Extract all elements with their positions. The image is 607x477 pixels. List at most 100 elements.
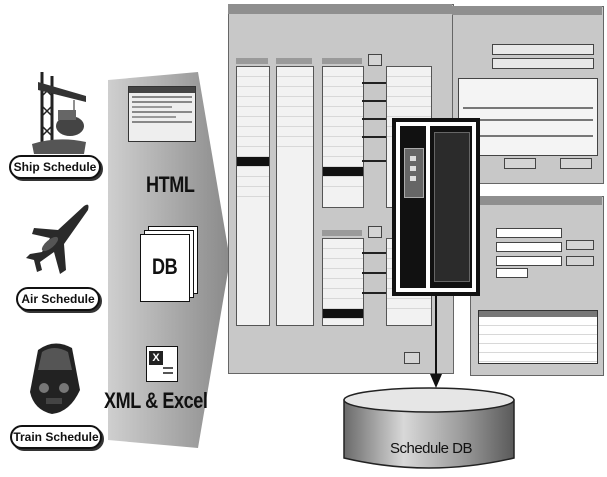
list-item[interactable]: [323, 107, 363, 117]
list-item[interactable]: [323, 97, 363, 107]
target-lower-header: [322, 230, 362, 236]
mapping-connector: [362, 100, 386, 102]
list-item[interactable]: [323, 249, 363, 259]
list-item[interactable]: [323, 67, 363, 77]
arrow-down-icon: [428, 294, 444, 390]
list-item[interactable]: [323, 279, 363, 289]
converter-device: [392, 118, 480, 296]
target-upper-header: [322, 58, 362, 64]
list-item[interactable]: [323, 239, 363, 249]
schedule-db-cylinder: [340, 386, 518, 474]
ship-schedule-label: Ship Schedule: [9, 155, 101, 179]
list-item[interactable]: [323, 77, 363, 87]
list-item[interactable]: [387, 77, 431, 87]
table-row[interactable]: [479, 344, 597, 353]
list-item[interactable]: [323, 157, 363, 167]
list-item[interactable]: [323, 299, 363, 309]
detail-field[interactable]: [492, 44, 594, 55]
settings-browse-button[interactable]: [566, 256, 594, 266]
html-label: HTML: [146, 172, 194, 198]
list-item[interactable]: [237, 187, 269, 197]
list-item[interactable]: [237, 117, 269, 127]
table-row[interactable]: [479, 335, 597, 344]
list-item[interactable]: [277, 77, 313, 87]
detail-window-titlebar: [452, 6, 602, 15]
detail-close-button[interactable]: [560, 158, 592, 169]
schedule-db-label: Schedule DB: [376, 440, 486, 457]
settings-field[interactable]: [496, 256, 562, 266]
list-item[interactable]: [323, 309, 363, 319]
list-item[interactable]: [387, 299, 431, 309]
list-item[interactable]: [237, 177, 269, 187]
mapping-connector: [362, 82, 386, 84]
table-row[interactable]: [479, 326, 597, 335]
mapping-connector: [362, 292, 386, 294]
field-list-header: [276, 58, 312, 64]
list-item[interactable]: [323, 167, 363, 177]
list-item[interactable]: [237, 107, 269, 117]
list-item[interactable]: [237, 97, 269, 107]
table-row[interactable]: [479, 353, 597, 362]
mapping-connector: [362, 136, 386, 138]
html-page-icon: [128, 86, 196, 142]
list-item[interactable]: [323, 127, 363, 137]
list-item[interactable]: [323, 137, 363, 147]
target-lower-panel: [322, 238, 364, 326]
list-item[interactable]: [237, 157, 269, 167]
mapping-connector: [362, 272, 386, 274]
ok-button[interactable]: [404, 352, 420, 364]
ship-crane-icon: [28, 66, 90, 154]
xml-excel-label: XML & Excel: [104, 388, 207, 414]
list-item[interactable]: [237, 77, 269, 87]
detail-field[interactable]: [492, 58, 594, 69]
air-schedule-label: Air Schedule: [16, 287, 100, 311]
list-item[interactable]: [277, 67, 313, 77]
mapping-connector: [362, 252, 386, 254]
list-item[interactable]: [277, 97, 313, 107]
list-item[interactable]: [323, 117, 363, 127]
detail-action-button[interactable]: [504, 158, 536, 169]
list-item[interactable]: [387, 97, 431, 107]
list-item[interactable]: [323, 87, 363, 97]
list-item[interactable]: [237, 127, 269, 137]
list-item[interactable]: [323, 289, 363, 299]
list-item[interactable]: [387, 87, 431, 97]
list-item[interactable]: [277, 137, 313, 147]
settings-window-titlebar: [470, 196, 602, 205]
field-list-panel: [276, 66, 314, 326]
airplane-icon: [24, 200, 92, 278]
target-upper-panel: [322, 66, 364, 208]
list-item[interactable]: [387, 67, 431, 77]
list-item[interactable]: [323, 147, 363, 157]
list-item[interactable]: [277, 127, 313, 137]
train-icon: [24, 338, 86, 418]
settings-field[interactable]: [496, 228, 562, 238]
list-item[interactable]: [237, 87, 269, 97]
source-tree-panel: [236, 66, 270, 326]
excel-file-icon: X: [146, 346, 178, 382]
list-item[interactable]: [277, 117, 313, 127]
upper-add-button[interactable]: [368, 54, 382, 66]
settings-field[interactable]: [496, 242, 562, 252]
settings-select[interactable]: [496, 268, 528, 278]
settings-browse-button[interactable]: [566, 240, 594, 250]
list-item[interactable]: [237, 167, 269, 177]
list-item[interactable]: [323, 259, 363, 269]
list-item[interactable]: [387, 107, 431, 117]
list-item[interactable]: [277, 87, 313, 97]
lower-add-button[interactable]: [368, 226, 382, 238]
list-item[interactable]: [277, 107, 313, 117]
list-item[interactable]: [323, 269, 363, 279]
list-item[interactable]: [237, 147, 269, 157]
db-label: DB: [152, 254, 177, 280]
source-tree-header: [236, 58, 268, 64]
mapping-connector: [362, 160, 386, 162]
settings-table: [478, 310, 598, 364]
list-item[interactable]: [237, 67, 269, 77]
table-row[interactable]: [479, 317, 597, 326]
mapping-window-titlebar: [228, 4, 452, 14]
train-schedule-label: Train Schedule: [10, 425, 102, 449]
mapping-connector: [362, 118, 386, 120]
list-item[interactable]: [237, 137, 269, 147]
list-item[interactable]: [323, 177, 363, 187]
